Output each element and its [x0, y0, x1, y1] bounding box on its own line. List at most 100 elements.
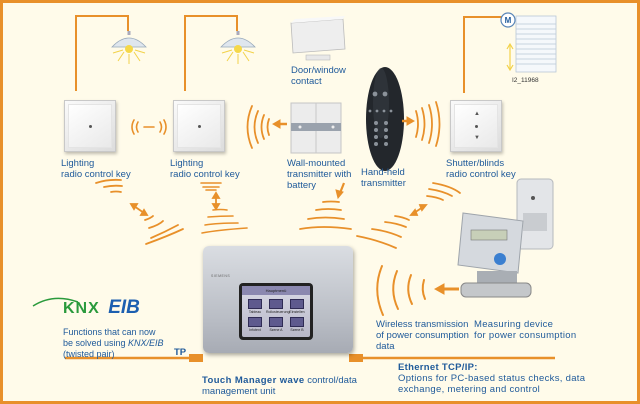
arrow-bidir-shutter-icon: [409, 204, 428, 216]
label-line: Door/window: [291, 65, 346, 76]
radio-waves-layer: [95, 101, 461, 316]
knx-arc-icon: [32, 297, 79, 307]
label-line: be solved using KNX/EIB: [63, 338, 164, 349]
label-line: Wall-mounted: [287, 158, 346, 169]
label-line: radio control key: [61, 169, 131, 180]
wall-transmitter-label: Wall-mounted transmitter with battery: [287, 158, 351, 191]
lamp-1-icon: [111, 31, 147, 64]
cables-layer: [65, 354, 555, 362]
screen-title: Hauptmenü: [242, 286, 310, 295]
wireless-power-label: Wireless transmission of power consumpti…: [376, 319, 469, 352]
wave-switch1-to-manager-icon: [95, 178, 184, 245]
touch-screen-display: Hauptmenü Tableau Rollosteuerung Einstel…: [242, 286, 310, 337]
lamp-2-icon: [220, 31, 256, 64]
arrows-layer: [129, 116, 459, 295]
wave-wall-to-manager-icon: [299, 200, 352, 230]
arrow-handheld-to-shutter-icon: [402, 116, 416, 126]
handheld-transmitter-icon: [366, 67, 404, 171]
screen-button-label: Szene B: [290, 328, 304, 332]
eib-logo-text: EIB: [108, 297, 140, 318]
screen-button: [248, 299, 262, 309]
knx-eib-logo: KNX EIB: [63, 297, 140, 318]
wire-lamp-1-drop: [127, 15, 129, 31]
wall-transmitter-icon: [290, 102, 342, 154]
label-line: Functions that can now: [63, 327, 156, 337]
lighting-key-2-label: Lighting radio control key: [170, 158, 240, 180]
label-line: Hand-held: [361, 167, 405, 178]
knx-logo-text: KNX: [63, 300, 100, 317]
wave-handheld-to-shutter-icon: [415, 101, 441, 147]
wave-switch2-to-manager-icon: [200, 182, 248, 234]
arrow-wall-down-icon: [335, 182, 346, 200]
wave-wall-to-switch2-icon: [246, 105, 270, 149]
label-text: control/data: [304, 375, 357, 386]
label-line: of power consumption: [376, 330, 469, 341]
brand-label: SIEMENS: [211, 274, 231, 278]
screen-button: [290, 317, 304, 327]
label-line: Lighting: [61, 158, 95, 169]
screen-button-label: Szene A: [269, 328, 283, 332]
wire-lamp-2-horizontal: [184, 15, 238, 17]
handheld-transmitter-label: Hand-held transmitter: [361, 167, 406, 189]
door-window-contact-icon: [290, 16, 346, 61]
wire-shutter-vertical: [463, 16, 465, 93]
ethernet-title: Ethernet TCP/IP:: [398, 362, 478, 373]
motor-icon: [500, 12, 516, 28]
screen-button-label: Tableau: [248, 310, 262, 314]
label-line: Wireless transmission: [376, 319, 469, 330]
label-line: management unit: [202, 386, 276, 397]
motor-symbol: M: [505, 16, 512, 25]
screen-button: [290, 299, 304, 309]
lighting-key-1: [64, 100, 116, 152]
shutter-key-label: Shutter/blinds radio control key: [446, 158, 516, 180]
label-line: Lighting: [170, 158, 204, 169]
label-italic: KNX/EIB: [128, 338, 164, 348]
shutter-key: ▲ ▼: [450, 100, 502, 152]
reference-code: I2_11968: [512, 77, 539, 84]
wave-shutter-to-manager-icon: [356, 182, 461, 249]
door-window-contact-label: Door/window contact: [291, 65, 346, 87]
lighting-key-1-label: Lighting radio control key: [61, 158, 131, 180]
label-line: transmitter: [361, 178, 406, 189]
label-line: transmitter with: [287, 169, 352, 180]
label-line: battery: [287, 180, 317, 191]
wire-shutter-horizontal: [463, 16, 503, 18]
illustrations-layer: M I2_11968: [32, 12, 557, 362]
label-bold: Touch Manager wave: [202, 375, 305, 386]
screen-button-label: Rollosteuerung: [266, 310, 290, 314]
label-line: Options for PC-based status checks, data: [398, 373, 586, 384]
tp-label: TP: [174, 347, 187, 358]
blinds-icon: [506, 15, 557, 73]
wave-meter-to-manager-icon: [376, 265, 426, 316]
ethernet-label: Ethernet TCP/IP: Options for PC-based st…: [398, 362, 585, 395]
lighting-key-2: [173, 100, 225, 152]
down-arrow-icon: ▼: [474, 135, 480, 141]
wire-lamp-2-drop: [236, 15, 238, 31]
label-line: radio control key: [446, 169, 516, 180]
screen-button-label: Infotext: [249, 328, 261, 332]
label-line: (twisted pair): [63, 349, 115, 359]
label-line: Shutter/blinds: [446, 158, 505, 169]
arrow-meter-to-manager-icon: [433, 283, 459, 295]
screen-button-label: Einstellen: [289, 310, 305, 314]
arrow-wall-to-switch2-icon: [271, 119, 287, 129]
label-text: be solved using: [63, 338, 129, 348]
wave-switch1-switch2-icon: [131, 119, 167, 135]
screen-button: [269, 317, 283, 327]
touch-manager-unit: SIEMENS Hauptmenü Tableau Rollosteuerung…: [203, 246, 353, 353]
label-line: Touch Manager wave control/data: [202, 375, 357, 386]
wire-lamp-1-horizontal: [75, 15, 129, 17]
touch-screen: Hauptmenü Tableau Rollosteuerung Einstel…: [239, 283, 313, 340]
arrow-bidir-switch1-icon: [129, 203, 149, 216]
wire-lamp-1-vertical: [75, 15, 77, 91]
measuring-device-label: Measuring device for power consumption: [474, 319, 576, 341]
wire-lamp-2-vertical: [184, 15, 186, 91]
touch-manager-label: Touch Manager wave control/data manageme…: [202, 375, 357, 397]
arrow-bidir-switch2-icon: [211, 191, 221, 211]
tp-connector-icon: [189, 354, 203, 362]
up-arrow-icon: ▲: [474, 111, 480, 117]
label-line: contact: [291, 76, 322, 87]
knx-description: Functions that can now be solved using K…: [63, 327, 164, 360]
label-line: for power consumption: [474, 330, 577, 341]
